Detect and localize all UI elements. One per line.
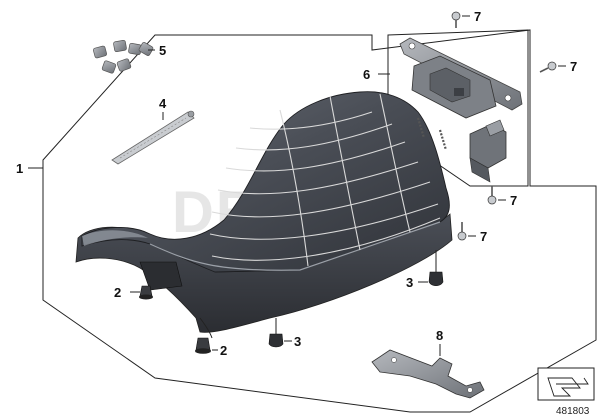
callout-7a: 7 bbox=[474, 9, 481, 24]
cable-tie-part-4 bbox=[111, 110, 195, 165]
callout-1: 1 bbox=[16, 161, 23, 176]
callout-7c: 7 bbox=[510, 193, 517, 208]
callout-8: 8 bbox=[436, 328, 443, 343]
reference-box: 481803 bbox=[537, 367, 595, 417]
callout-4: 4 bbox=[159, 96, 167, 111]
clip-nuts-part-5 bbox=[93, 40, 154, 74]
callout-2a: 2 bbox=[114, 285, 121, 300]
callout-6: 6 bbox=[363, 67, 370, 82]
rubber-foot-part-3-b bbox=[428, 250, 444, 287]
rubber-foot-part-3-a bbox=[268, 318, 284, 348]
assembly-outline bbox=[42, 29, 597, 413]
seat-part-1 bbox=[75, 91, 453, 339]
reference-number: 481803 bbox=[556, 406, 590, 417]
callout-3a: 3 bbox=[406, 275, 413, 290]
callout-3b: 3 bbox=[294, 334, 301, 349]
screw-part-7-b bbox=[539, 61, 557, 73]
seat-stitching bbox=[209, 93, 441, 267]
screw-part-7-d bbox=[457, 222, 467, 241]
arrow-down-right-icon bbox=[547, 377, 589, 397]
buffer-part-2-a bbox=[139, 285, 153, 300]
callout-7d: 7 bbox=[480, 229, 487, 244]
buffer-part-2-b bbox=[195, 337, 211, 354]
bracket-part-8 bbox=[371, 349, 485, 399]
seat-lock-part-6 bbox=[399, 37, 523, 183]
screw-part-7-c bbox=[487, 186, 497, 205]
screw-part-7-a bbox=[451, 11, 461, 28]
callout-2b: 2 bbox=[220, 343, 227, 358]
callout-7b: 7 bbox=[570, 59, 577, 74]
callout-5: 5 bbox=[159, 43, 166, 58]
